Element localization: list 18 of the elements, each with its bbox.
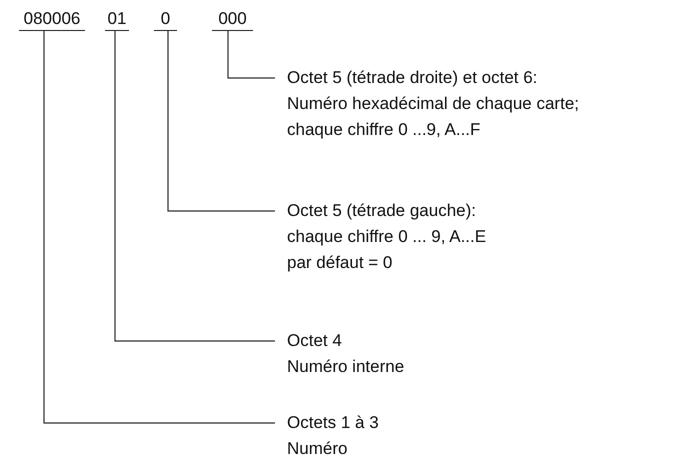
field-heading: Octet 5 (tétrade gauche):	[287, 200, 477, 222]
code-segment: 0	[154, 9, 177, 31]
field-description: Numéro hexadécimal de chaque carte;	[287, 93, 579, 115]
field-heading: Octet 4	[287, 330, 343, 352]
leader-line	[227, 31, 275, 79]
code-segment: 000	[212, 9, 253, 31]
leader-line	[167, 31, 275, 212]
leader-line	[43, 31, 275, 424]
field-heading: Octet 5 (tétrade droite) et octet 6:	[287, 67, 538, 89]
field-description: chaque chiffre 0 ... 9, A...E	[287, 226, 486, 248]
field-description: Numéro interne	[287, 356, 404, 378]
field-description: chaque chiffre 0 ...9, A...F	[287, 119, 482, 141]
leader-line	[114, 31, 275, 342]
code-segment: 01	[105, 9, 129, 31]
field-heading: Octets 1 à 3	[287, 412, 379, 434]
code-segment: 080006	[19, 9, 85, 31]
field-description: Numéro	[287, 438, 348, 460]
field-description: par défaut = 0	[287, 252, 394, 274]
